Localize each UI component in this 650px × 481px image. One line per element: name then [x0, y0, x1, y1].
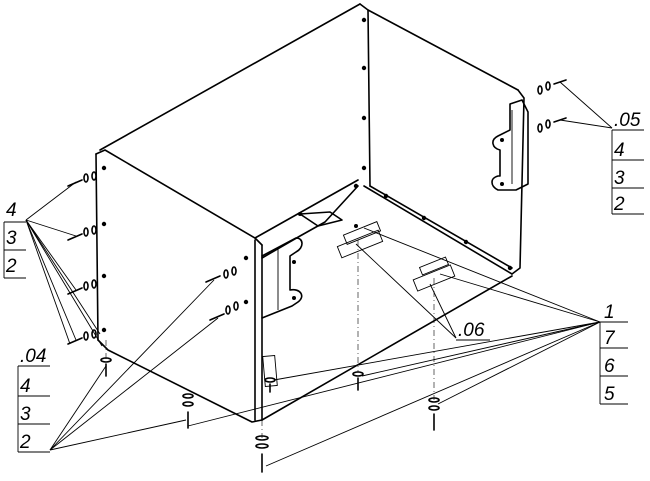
callout-right-bottom: 1 7 6 5 — [599, 302, 628, 405]
floor-clips — [262, 211, 456, 387]
callout-left-bottom-2: 4 — [20, 376, 31, 397]
callout-right-bottom-4: 5 — [604, 384, 615, 405]
right-bracket — [491, 99, 529, 191]
callout-right-top-4: 2 — [613, 194, 625, 215]
callout-right-bottom-3: 6 — [604, 356, 615, 377]
screw-bottom-4 — [352, 371, 364, 391]
box-body — [95, 3, 525, 423]
screw-inner-1 — [205, 266, 237, 283]
screw-left-1 — [67, 171, 97, 187]
screw-left-2 — [67, 225, 97, 241]
screw-inner-2 — [209, 301, 239, 321]
fasteners — [67, 79, 567, 473]
callout-right-mid: .06 — [456, 320, 490, 341]
callout-left-bottom-1: .04 — [20, 346, 46, 367]
callout-left-bottom-3: 3 — [20, 404, 31, 425]
screw-right-1 — [537, 79, 567, 95]
callout-left-top: 4 3 2 — [3, 200, 26, 279]
callout-left-top-2: 3 — [6, 228, 17, 249]
screw-bottom-3 — [255, 435, 269, 473]
mounting-holes — [101, 17, 513, 333]
center-lines — [105, 240, 435, 438]
callout-right-bottom-2: 7 — [604, 328, 616, 349]
callout-left-top-3: 2 — [5, 256, 17, 277]
callout-left-bottom-4: 2 — [19, 432, 31, 453]
callout-right-top: .05 4 3 2 — [611, 110, 644, 215]
callout-right-mid-label: .06 — [458, 320, 485, 341]
callout-left-bottom: .04 4 3 2 — [17, 346, 50, 453]
screw-bracket — [264, 377, 276, 393]
screw-bottom-2 — [182, 393, 194, 429]
callout-left-top-1: 4 — [6, 200, 17, 221]
callout-right-top-2: 4 — [614, 140, 625, 161]
callout-right-top-3: 3 — [614, 168, 625, 189]
screw-bottom-5 — [428, 397, 440, 431]
left-bracket — [261, 237, 303, 319]
screw-bottom-1 — [100, 357, 112, 377]
callout-right-bottom-1: 1 — [604, 302, 615, 323]
callout-right-top-1: .05 — [614, 110, 641, 131]
leader-lines — [25, 81, 613, 467]
screw-left-4 — [67, 329, 97, 345]
